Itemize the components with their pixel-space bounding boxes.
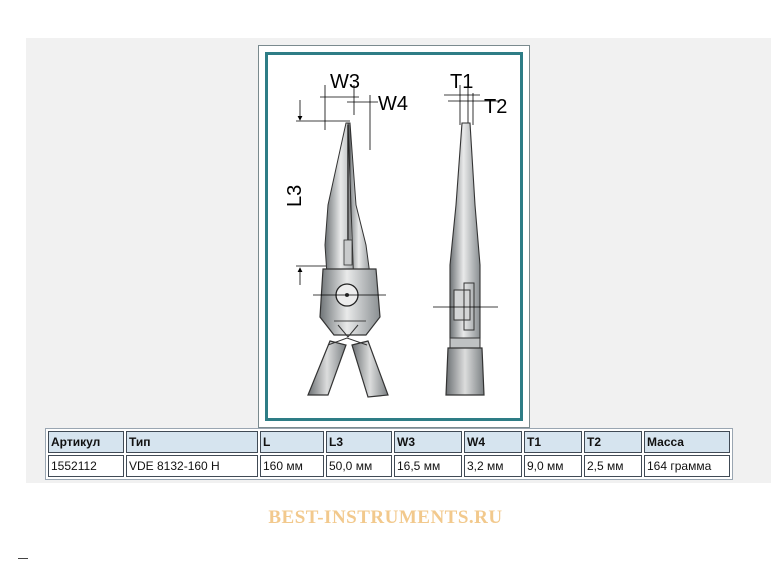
table-row: 1552112 VDE 8132-160 H 160 мм 50,0 мм 16… <box>48 455 730 477</box>
drawing-frame: W3 W4 L3 T1 T2 <box>258 45 530 428</box>
pliers-side-view <box>433 85 498 396</box>
header-w4: W4 <box>464 431 522 453</box>
corner-mark <box>18 558 28 559</box>
pliers-front-view <box>296 85 389 398</box>
header-mass: Масса <box>644 431 730 453</box>
cell-l3: 50,0 мм <box>326 455 392 477</box>
header-t2: T2 <box>584 431 642 453</box>
header-article: Артикул <box>48 431 124 453</box>
pliers-technical-drawing: W3 W4 L3 T1 T2 <box>284 71 507 398</box>
header-l3: L3 <box>326 431 392 453</box>
cell-mass: 164 грамма <box>644 455 730 477</box>
drawing-inner-frame: W3 W4 L3 T1 T2 <box>265 52 523 421</box>
cell-w4: 3,2 мм <box>464 455 522 477</box>
cell-t1: 9,0 мм <box>524 455 582 477</box>
label-t1: T1 <box>450 71 473 93</box>
cell-t2: 2,5 мм <box>584 455 642 477</box>
label-t2: T2 <box>484 96 507 118</box>
table-header-row: Артикул Тип L L3 W3 W4 T1 T2 Масса <box>48 431 730 453</box>
watermark-text: BEST-INSTRUMENTS.RU <box>268 507 503 528</box>
header-type: Тип <box>126 431 258 453</box>
label-l3: L3 <box>284 185 306 207</box>
cell-type: VDE 8132-160 H <box>126 455 258 477</box>
label-w3: W3 <box>330 71 360 93</box>
header-w3: W3 <box>394 431 462 453</box>
header-t1: T1 <box>524 431 582 453</box>
cell-w3: 16,5 мм <box>394 455 462 477</box>
header-l: L <box>260 431 324 453</box>
cell-article: 1552112 <box>48 455 124 477</box>
label-w4: W4 <box>378 93 408 115</box>
cell-l: 160 мм <box>260 455 324 477</box>
spec-table: Артикул Тип L L3 W3 W4 T1 T2 Масса 15521… <box>45 428 733 480</box>
